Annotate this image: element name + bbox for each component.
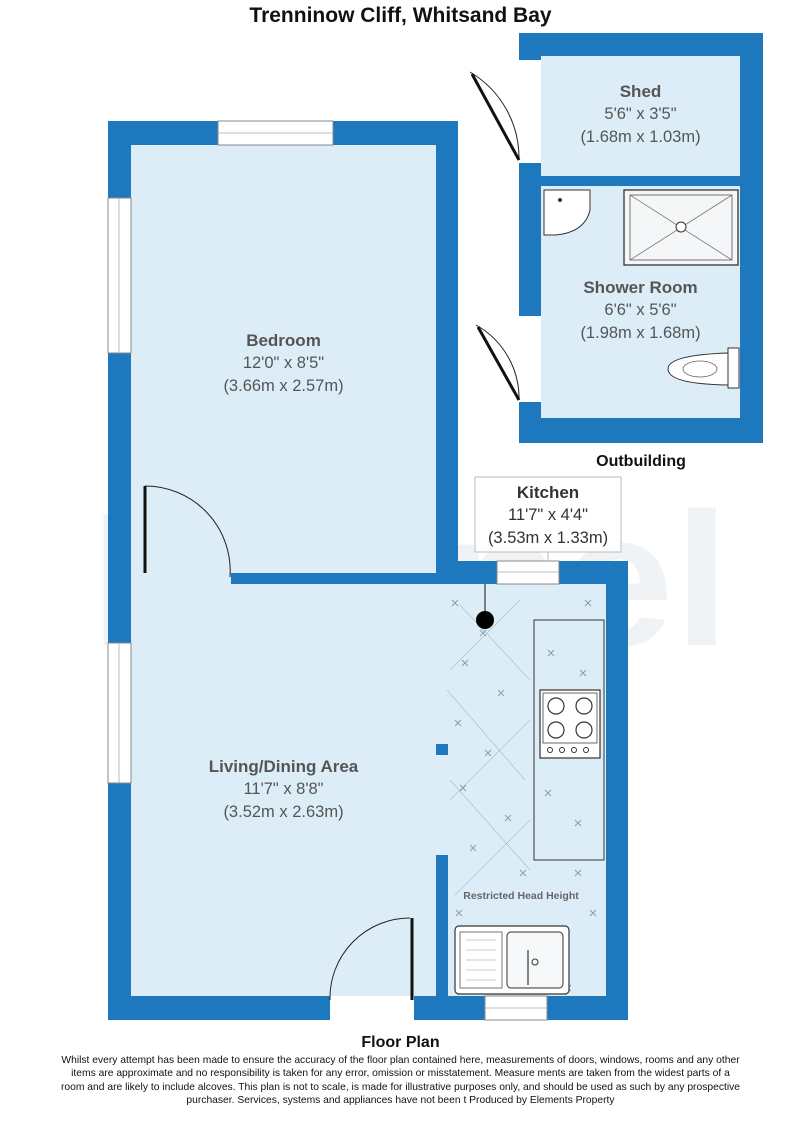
entrance-door-swing <box>329 917 411 1001</box>
shower-door-swing <box>475 324 520 401</box>
toilet-icon <box>667 347 740 389</box>
living-kitchen-opening-lower <box>430 755 448 855</box>
bedroom-door-opening <box>131 570 231 584</box>
shed-label: Shed 5'6" x 3'5" (1.68m x 1.03m) <box>541 80 740 149</box>
shower-room-dim-imperial: 6'6" x 5'6" <box>604 301 677 319</box>
shower-room-dim-metric: (1.98m x 1.68m) <box>580 324 701 342</box>
shed-door-opening <box>519 60 541 163</box>
bedroom-floor <box>131 145 436 573</box>
shed-floor <box>541 56 740 176</box>
living-label: Living/Dining Area 11'7" x 8'8" (3.52m x… <box>131 755 436 824</box>
shed-door-swing <box>469 71 520 161</box>
living-kitchen-opening-upper <box>430 584 448 744</box>
page-title: Trenninow Cliff, Whitsand Bay <box>249 4 552 27</box>
restricted-head-height-note: Restricted Head Height <box>463 890 579 902</box>
shower-door-leaf <box>476 326 521 401</box>
kitchen-label-box <box>474 476 622 553</box>
corner-basin-icon <box>543 189 591 236</box>
shower-room-name: Shower Room <box>583 278 698 297</box>
outbuilding <box>469 33 763 443</box>
worktop-tiles <box>544 649 587 827</box>
kitchen-name: Kitchen <box>516 483 580 502</box>
shower-door-opening <box>519 316 541 402</box>
bedroom-label: Bedroom 12'0" x 8'5" (3.66m x 2.57m) <box>131 329 436 398</box>
bedroom-dim-imperial: 12'0" x 8'5" <box>242 354 325 372</box>
kitchen-dim-metric: (3.53m x 1.33m) <box>487 529 609 547</box>
main-house <box>107 120 628 1021</box>
hob-icon <box>539 689 601 759</box>
living-dim-imperial: 11'7" x 8'8" <box>243 780 324 798</box>
bedroom-dim-metric: (3.66m x 2.57m) <box>223 377 344 395</box>
sink-icon <box>454 925 570 995</box>
shower-room-label: Shower Room 6'6" x 5'6" (1.98m x 1.68m) <box>541 276 740 345</box>
shower-drain-icon <box>675 221 687 233</box>
kitchen-partition-stub <box>436 744 448 755</box>
living-window-left <box>107 642 132 784</box>
bedroom-door-swing <box>144 485 231 578</box>
bedroom-window-left <box>107 197 132 354</box>
kitchen-tiles <box>446 599 597 992</box>
boiler-icon <box>476 611 494 629</box>
living-dim-metric: (3.52m x 2.63m) <box>223 803 344 821</box>
kitchen-dim-imperial: 11'7" x 4'4" <box>507 506 589 524</box>
bedroom-name: Bedroom <box>246 331 321 350</box>
shed-dim-imperial: 5'6" x 3'5" <box>604 105 677 123</box>
living-name: Living/Dining Area <box>208 757 359 776</box>
shed-dim-metric: (1.68m x 1.03m) <box>580 128 701 146</box>
floor-plan-label: Floor Plan <box>361 1034 440 1051</box>
kitchen-window-top <box>496 560 560 585</box>
entrance-door-opening <box>330 996 414 1020</box>
kitchen-partition-lower <box>436 855 448 996</box>
living-floor <box>131 584 436 996</box>
kitchen-label: Kitchen 11'7" x 4'4" (3.53m x 1.33m) <box>475 481 621 550</box>
shed-door-leaf <box>470 73 521 161</box>
shed-name: Shed <box>619 82 662 101</box>
disclaimer-text: Whilst every attempt has been made to en… <box>60 1055 740 1106</box>
outbuilding-label: Outbuilding <box>596 453 686 470</box>
